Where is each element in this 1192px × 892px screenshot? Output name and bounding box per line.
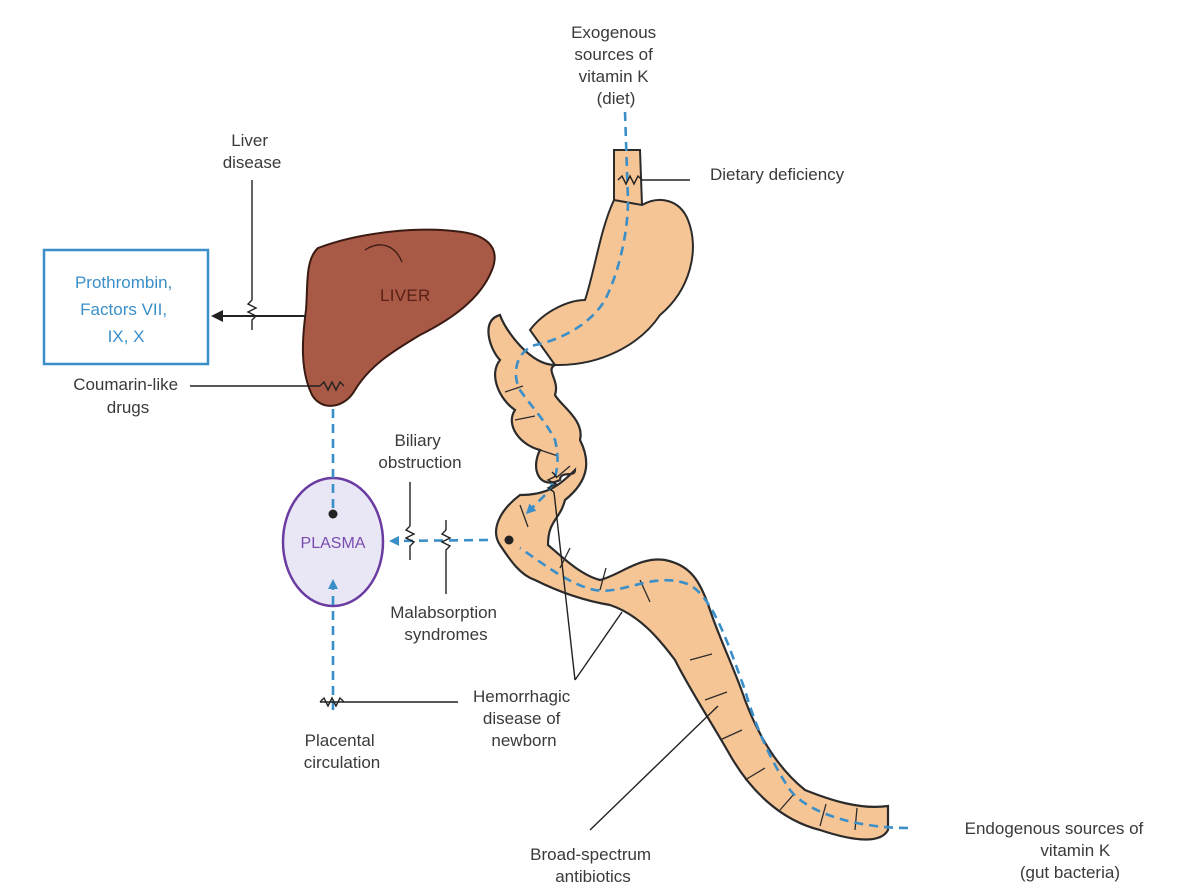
placental-circulation-label: Placental circulation bbox=[304, 731, 381, 772]
liver-illustration: LIVER bbox=[303, 230, 495, 406]
box-line-2: Factors VII, bbox=[80, 300, 167, 319]
endogenous-source-label: Endogenous sources of vitamin K (gut bac… bbox=[965, 819, 1148, 882]
malabsorption-label: Malabsorption syndromes bbox=[390, 603, 502, 644]
gut-absorption-dot bbox=[505, 536, 514, 545]
plasma-label: PLASMA bbox=[301, 535, 366, 552]
small-intestine bbox=[488, 315, 888, 839]
exogenous-source-label: Exogenous sources of vitamin K (diet) bbox=[571, 23, 661, 108]
box-line-3: IX, X bbox=[108, 327, 145, 346]
liver-disease-label: Liver disease bbox=[223, 131, 282, 172]
hemorrhagic-disease-label: Hemorrhagic disease of newborn bbox=[473, 687, 575, 750]
biliary-obstruction-label: Biliary obstruction bbox=[378, 431, 461, 472]
box-line-1: Prothrombin, bbox=[75, 273, 172, 292]
coumarin-label: Coumarin-like drugs bbox=[73, 375, 183, 417]
dietary-deficiency-label: Dietary deficiency bbox=[710, 165, 845, 184]
liver-label: LIVER bbox=[380, 286, 431, 305]
prothrombin-box: Prothrombin, Factors VII, IX, X bbox=[44, 250, 208, 364]
antibiotics-label: Broad-spectrum antibiotics bbox=[530, 845, 656, 886]
